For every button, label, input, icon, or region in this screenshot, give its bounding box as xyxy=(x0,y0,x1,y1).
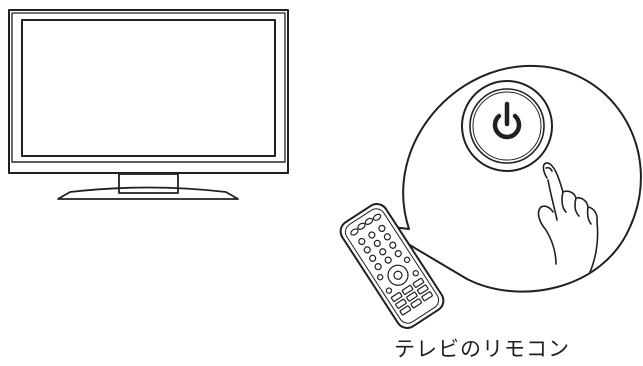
television-icon xyxy=(9,10,288,199)
remote-caption: テレビのリモコン xyxy=(394,333,634,363)
